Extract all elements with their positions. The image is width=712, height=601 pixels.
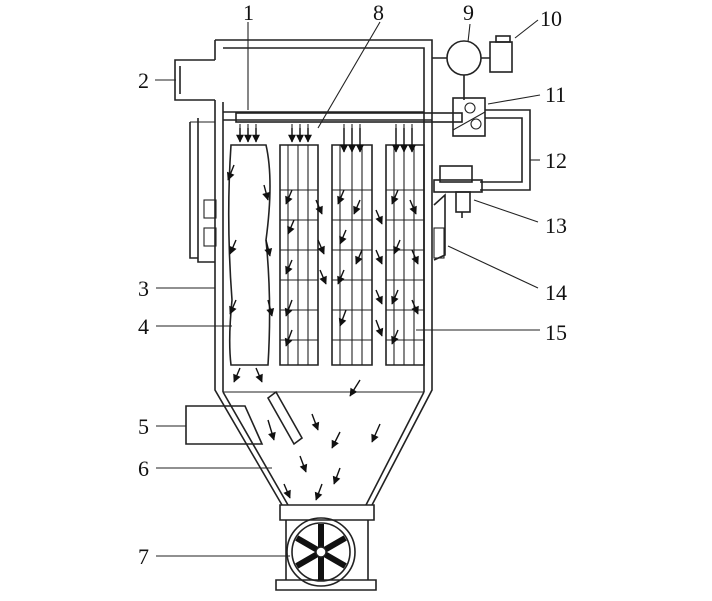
label-5: 5 <box>138 414 149 439</box>
blow-pipe <box>235 112 463 123</box>
flow-arrowhead <box>348 144 356 153</box>
flow-arrowhead <box>304 134 312 143</box>
label-6: 6 <box>138 456 149 481</box>
diffuser-plate <box>266 390 304 446</box>
flow-arrowhead <box>339 235 347 245</box>
label-13: 13 <box>545 213 567 238</box>
flow-arrowhead <box>408 144 416 153</box>
label-2: 2 <box>138 68 149 93</box>
nozzles <box>239 124 413 140</box>
flow-arrowhead <box>244 134 252 143</box>
flow-arrowhead <box>284 337 293 347</box>
flow-arrowhead <box>331 439 339 449</box>
flow-arrowhead <box>355 255 363 265</box>
flow-arrowhead <box>391 295 399 305</box>
flow-arrowhead <box>252 134 260 143</box>
label-1: 1 <box>243 0 254 25</box>
flow-arrowhead <box>400 144 408 153</box>
flow-arrowhead <box>296 134 304 143</box>
leader-lines <box>155 19 541 557</box>
flow-arrowhead <box>337 275 345 285</box>
flow-arrowhead <box>317 245 325 255</box>
flow-arrowhead <box>314 491 323 501</box>
flow-arrowhead <box>233 373 241 383</box>
flow-arrowhead <box>262 191 270 201</box>
flow-arrowhead <box>288 134 296 143</box>
flow-arrowhead <box>284 307 293 317</box>
flow-arrowhead <box>371 433 379 443</box>
label-15: 15 <box>545 320 567 345</box>
label-12: 12 <box>545 148 567 173</box>
gas-flow-arrows <box>227 128 419 501</box>
flow-arrowhead <box>255 373 263 383</box>
flow-arrowhead <box>375 295 383 305</box>
flow-arrowhead <box>411 305 419 315</box>
flow-arrowhead <box>264 247 273 257</box>
flow-arrowhead <box>409 205 417 215</box>
flow-arrowhead <box>319 275 327 285</box>
flow-arrowhead <box>311 421 320 431</box>
flow-arrowhead <box>287 225 295 235</box>
flow-arrowhead <box>285 195 293 205</box>
label-9: 9 <box>463 0 474 25</box>
flow-arrowhead <box>285 265 293 275</box>
filter-bags <box>227 144 425 366</box>
rotary-valve <box>275 504 377 591</box>
flow-arrowhead <box>229 305 237 315</box>
flow-arrowhead <box>315 205 323 215</box>
flow-arrowhead <box>266 307 275 317</box>
flow-arrowhead <box>392 144 400 153</box>
flow-arrowhead <box>411 255 419 265</box>
label-11: 11 <box>545 82 567 107</box>
flow-arrowhead <box>391 335 399 345</box>
flow-arrowhead <box>229 245 237 255</box>
flow-arrowhead <box>283 489 291 499</box>
label-7: 7 <box>138 544 149 569</box>
flow-arrowhead <box>340 144 348 153</box>
flow-arrowhead <box>349 387 358 397</box>
flow-arrowhead <box>227 171 235 181</box>
flow-arrowhead <box>332 475 341 485</box>
flow-arrowhead <box>375 327 384 337</box>
inspection-door <box>185 405 264 445</box>
filter-housing <box>174 39 446 506</box>
label-3: 3 <box>138 276 149 301</box>
flow-arrowhead <box>356 144 364 153</box>
flow-arrowhead <box>299 463 308 473</box>
flow-arrowhead <box>375 255 383 265</box>
flow-arrowhead <box>393 245 401 255</box>
flow-arrowhead <box>338 317 347 327</box>
label-4: 4 <box>138 314 149 339</box>
label-10: 10 <box>540 6 562 31</box>
flow-arrowhead <box>268 431 276 441</box>
flow-arrowhead <box>375 215 383 225</box>
label-14: 14 <box>545 280 567 305</box>
flow-arrowhead <box>353 205 361 215</box>
pulse-valve-assembly <box>432 35 531 218</box>
flow-arrowhead <box>391 195 399 205</box>
label-8: 8 <box>373 0 384 25</box>
flow-arrowhead <box>236 134 244 143</box>
flow-arrowhead <box>337 195 345 205</box>
